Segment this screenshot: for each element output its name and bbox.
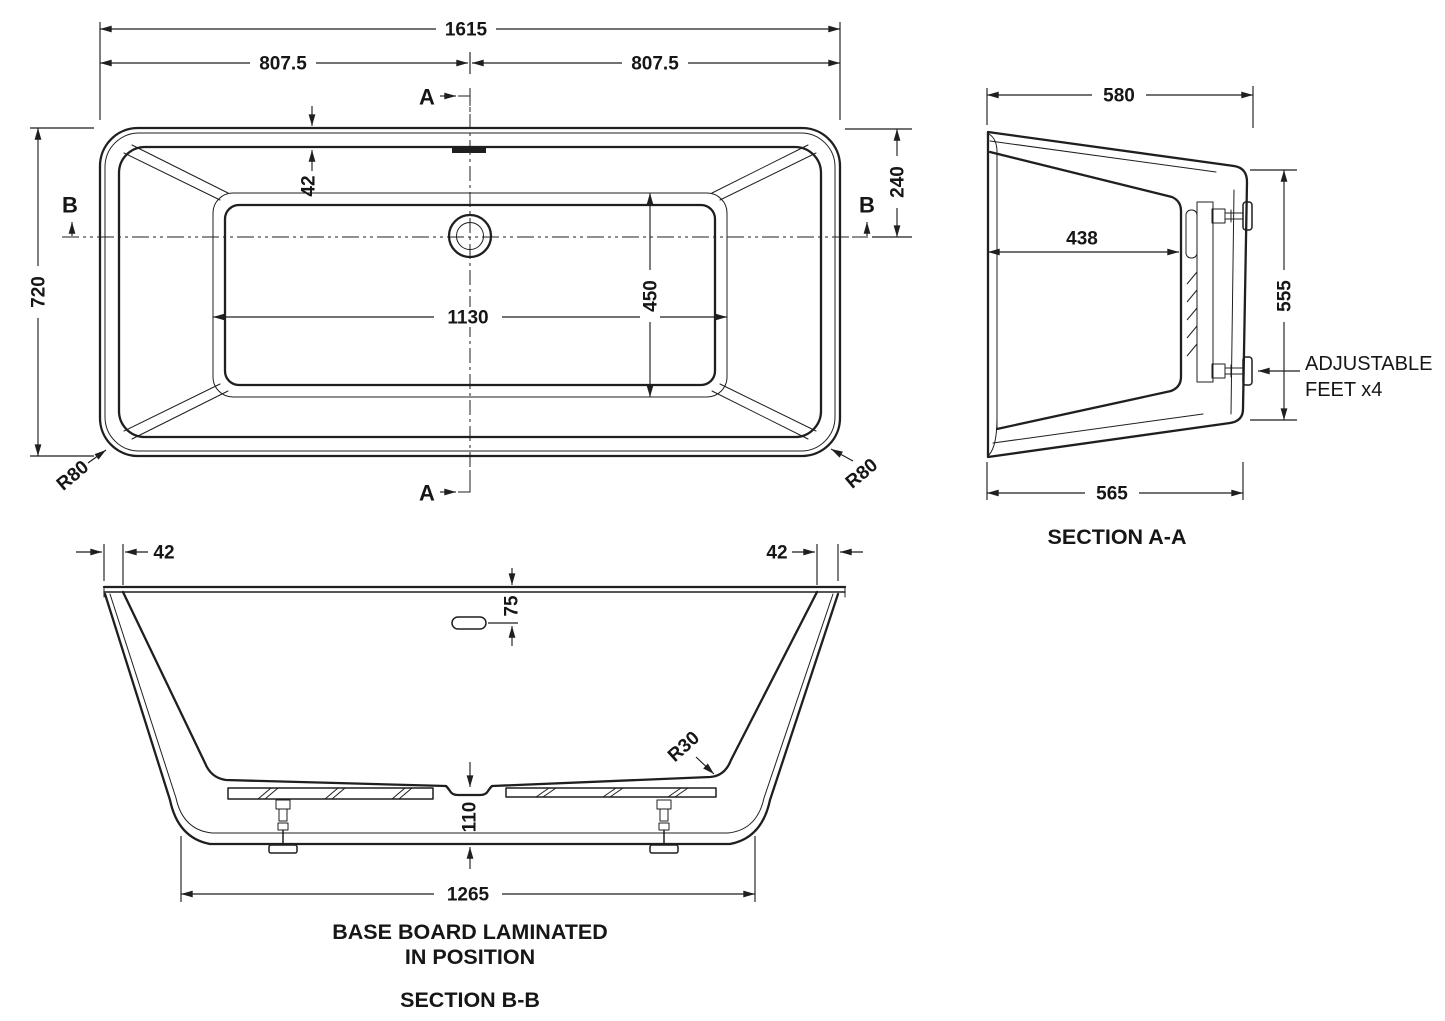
dim-label-240: 240 xyxy=(888,166,909,198)
aa-foot-top xyxy=(1211,201,1253,231)
drain-waste-outer xyxy=(447,213,493,259)
dim-half-lengths: 807.5 807.5 xyxy=(100,52,840,75)
dim-label-450: 450 xyxy=(641,280,662,312)
drain-waste-inner xyxy=(456,222,484,250)
bath-rim-edge xyxy=(104,132,836,452)
dim-inner-width: 450 xyxy=(640,193,662,397)
dim-bb-wall-left: 42 xyxy=(76,543,175,585)
bath-rim-inner xyxy=(117,145,823,439)
adjustable-feet-note: ADJUSTABLE FEET x4 xyxy=(1258,353,1432,401)
dim-aa-base: 565 xyxy=(986,462,1244,505)
note-base-board-line2: IN POSITION xyxy=(405,945,535,969)
dim-overall-length: 1615 xyxy=(99,19,841,120)
bb-foot-left xyxy=(268,799,298,854)
aa-bracket-clip xyxy=(1185,209,1198,259)
note-feet-x4: FEET x4 xyxy=(1305,379,1382,401)
dim-label-720: 720 xyxy=(29,276,50,308)
bb-outer-shell xyxy=(103,592,840,846)
bb-shell-inner-line xyxy=(109,593,834,834)
dim-bb-base-length: 1265 xyxy=(180,836,756,906)
dim-label-42-bb-right: 42 xyxy=(766,543,787,564)
radius-callout-left: R80 xyxy=(53,449,107,495)
dim-label-1615: 1615 xyxy=(445,20,488,41)
section-marker-a-bottom: A xyxy=(419,470,471,506)
note-base-board-line1: BASE BOARD LAMINATED xyxy=(332,920,608,944)
dim-aa-height: 555 xyxy=(1250,169,1297,421)
section-aa-title: SECTION A-A xyxy=(1048,525,1187,549)
dim-label-42-bb-left: 42 xyxy=(153,543,174,564)
bb-base-board xyxy=(227,787,717,800)
dim-label-580: 580 xyxy=(1103,86,1135,107)
dim-bb-base-height: 110 xyxy=(460,762,481,869)
dim-label-r80-right: R80 xyxy=(842,455,882,493)
section-bb-title: SECTION B-B xyxy=(400,988,540,1012)
section-marker-a-top: A xyxy=(419,85,471,112)
dim-label-807-right: 807.5 xyxy=(631,54,679,75)
dim-aa-inner: 438 xyxy=(988,229,1179,256)
bath-slope-top xyxy=(212,192,728,398)
aa-wall-inner-line xyxy=(1230,189,1235,415)
bb-overflow-slot xyxy=(451,616,487,630)
dim-label-r30: R30 xyxy=(664,728,704,767)
dim-label-110: 110 xyxy=(460,802,481,833)
aa-bottom-inner-line xyxy=(992,413,1204,444)
radius-callout-r30: R30 xyxy=(664,728,715,775)
dim-label-1130: 1130 xyxy=(447,308,488,329)
dim-label-555: 555 xyxy=(1275,280,1296,312)
section-marker-b-left: B xyxy=(62,193,78,236)
section-letter-a-top: A xyxy=(419,85,435,110)
aa-hatch xyxy=(1186,271,1198,357)
dim-bb-overflow: 75 xyxy=(488,568,523,646)
dim-label-565: 565 xyxy=(1096,484,1128,505)
aa-outer-shell xyxy=(986,130,1249,459)
dim-aa-overall: 580 xyxy=(986,85,1254,128)
aa-mounting-plate xyxy=(1196,201,1214,383)
section-letter-b-left: B xyxy=(62,193,78,218)
section-marker-b-right: B xyxy=(846,193,875,238)
dim-label-42-plan: 42 xyxy=(299,175,320,196)
aa-foot-bottom xyxy=(1211,356,1253,386)
overflow-mark xyxy=(452,148,486,153)
dim-label-75: 75 xyxy=(502,595,523,617)
corner-slope-lines xyxy=(123,144,817,440)
dim-label-r80-left: R80 xyxy=(53,457,93,495)
dim-rim-width: 42 xyxy=(299,106,320,197)
bb-inner-basin xyxy=(121,590,819,797)
dim-label-438: 438 xyxy=(1066,229,1098,250)
dim-label-807-left: 807.5 xyxy=(259,54,307,75)
dim-overall-width: 720 xyxy=(28,127,94,457)
aa-rim-lip xyxy=(988,133,998,456)
aa-rim-line xyxy=(989,140,1217,173)
dim-bb-wall-right: 42 xyxy=(766,543,863,585)
bath-floor xyxy=(223,203,717,387)
dim-label-1265: 1265 xyxy=(447,885,490,906)
bath-outer-rim xyxy=(98,126,842,458)
note-adjustable: ADJUSTABLE xyxy=(1305,353,1432,375)
section-letter-b-right: B xyxy=(859,193,875,218)
section-aa-view: 580 438 555 ADJUSTABLE FEET x4 xyxy=(986,85,1432,549)
section-bb-view: 42 42 75 R30 xyxy=(76,543,863,1012)
section-letter-a-bottom: A xyxy=(419,481,435,506)
dim-drain-offset: 240 xyxy=(845,128,912,238)
aa-inner-basin xyxy=(988,150,1183,431)
radius-callout-right: R80 xyxy=(830,448,882,493)
plan-view: 1615 807.5 807.5 A A B xyxy=(28,19,912,506)
bb-foot-right xyxy=(649,799,679,854)
